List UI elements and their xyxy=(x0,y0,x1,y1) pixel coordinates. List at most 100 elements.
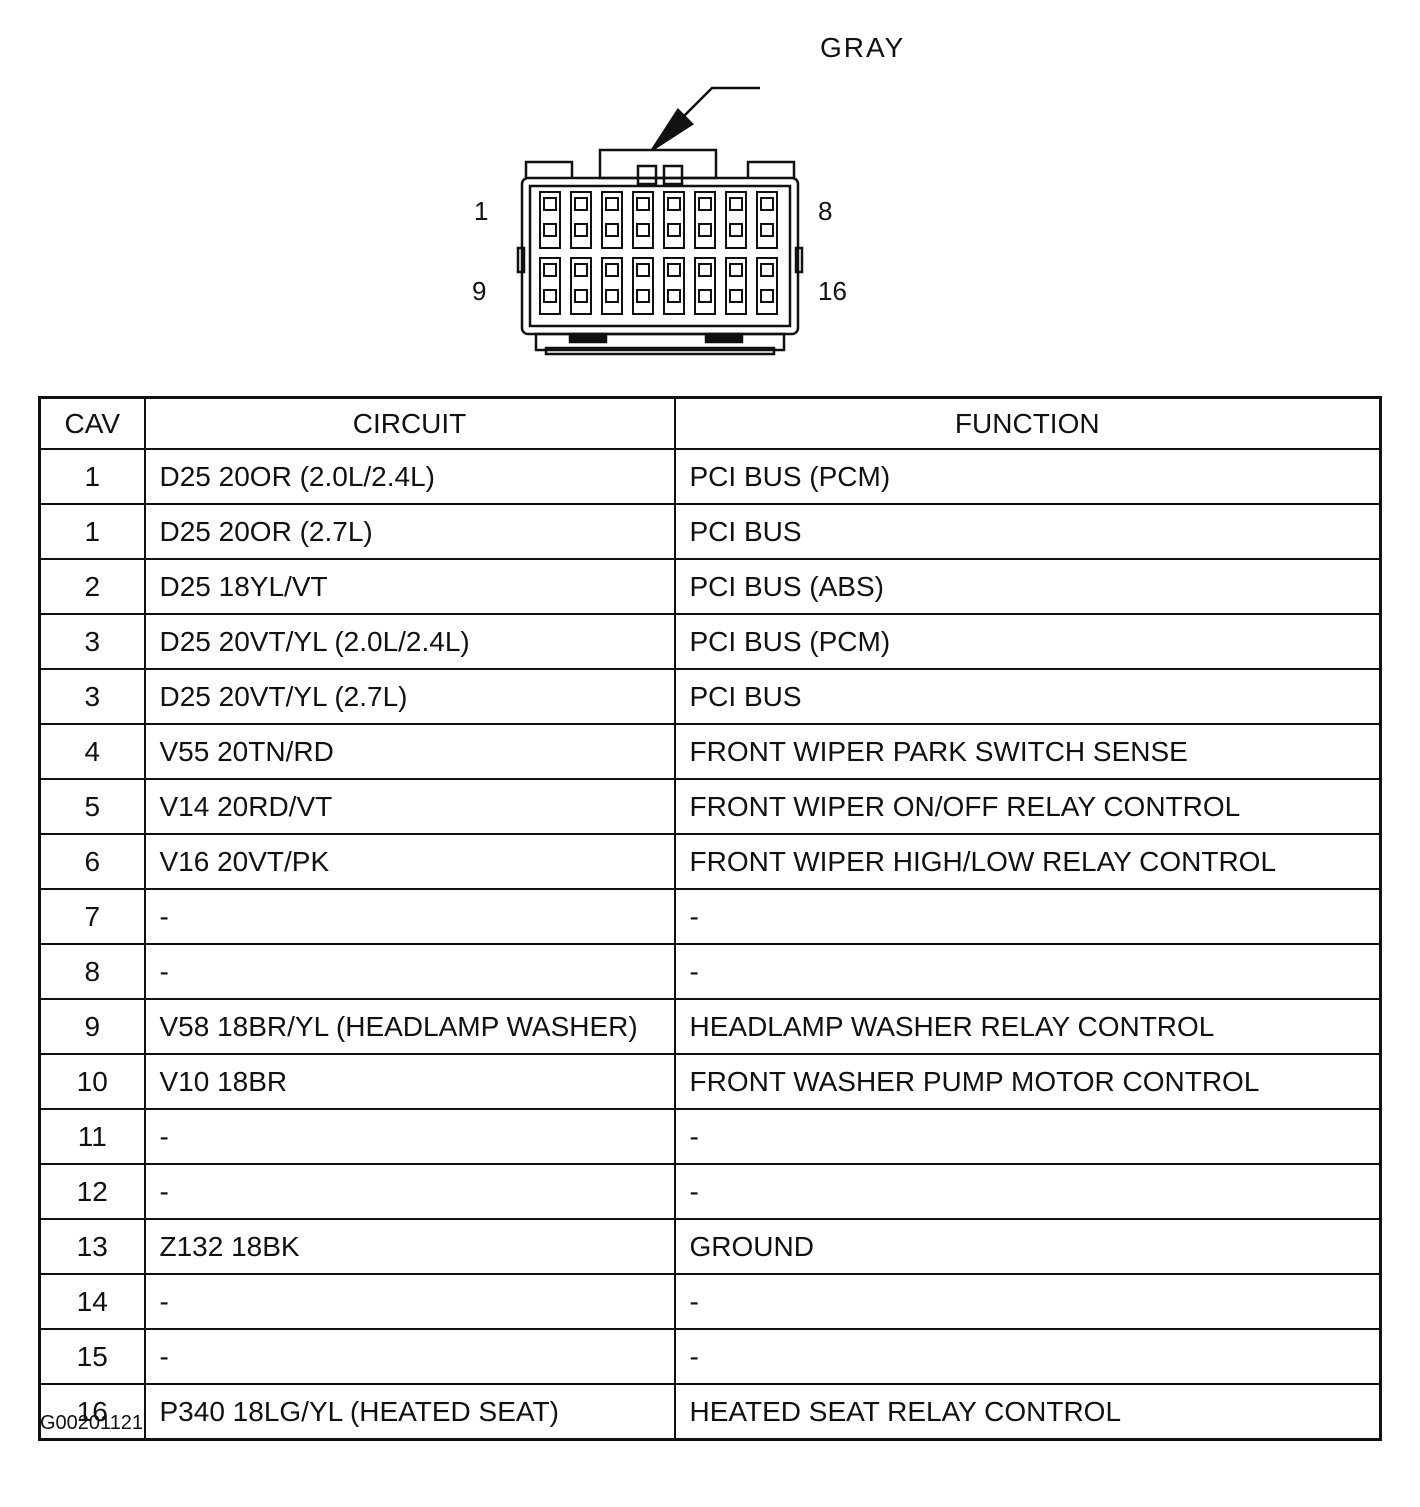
cav-cell: 11 xyxy=(38,1108,146,1165)
connector-face-svg xyxy=(516,86,804,356)
function-cell: FRONT WIPER HIGH/LOW RELAY CONTROL xyxy=(673,833,1382,890)
connector-cavities xyxy=(539,191,778,315)
pin-label-8: 8 xyxy=(818,196,833,226)
cav-cell: 1 xyxy=(38,448,146,505)
gray-leader-line xyxy=(681,86,760,119)
circuit-cell: - xyxy=(143,1163,676,1220)
circuit-cell: D25 20OR (2.7L) xyxy=(143,503,676,560)
circuit-cell: V55 20TN/RD xyxy=(143,723,676,780)
figure-id: G00201121 xyxy=(40,1412,144,1434)
connector-cavity xyxy=(756,257,778,315)
function-cell: - xyxy=(673,888,1382,945)
connector-cavity xyxy=(632,191,654,249)
cav-cell: 14 xyxy=(38,1273,146,1330)
connector-cavity xyxy=(694,191,716,249)
connector-cavity xyxy=(663,257,685,315)
function-cell: PCI BUS (PCM) xyxy=(673,448,1382,505)
function-cell: - xyxy=(673,1108,1382,1165)
connector-diagram xyxy=(460,60,880,370)
cav-cell: 7 xyxy=(38,888,146,945)
circuit-cell: - xyxy=(143,1108,676,1165)
circuit-cell: P340 18LG/YL (HEATED SEAT) xyxy=(143,1383,676,1441)
connector-cavity xyxy=(663,191,685,249)
cav-cell: 12 xyxy=(38,1163,146,1220)
connector-cavity xyxy=(570,257,592,315)
connector-cavity xyxy=(539,257,561,315)
circuit-cell: V58 18BR/YL (HEADLAMP WASHER) xyxy=(143,998,676,1055)
function-cell: - xyxy=(673,1163,1382,1220)
function-cell: - xyxy=(673,1328,1382,1385)
cav-cell: 2 xyxy=(38,558,146,615)
table-row: 11-- xyxy=(38,1108,1382,1165)
pin-label-9: 9 xyxy=(472,276,487,306)
cav-cell: 1 xyxy=(38,503,146,560)
cav-cell: 6 xyxy=(38,833,146,890)
function-cell: HEATED SEAT RELAY CONTROL xyxy=(673,1383,1382,1441)
circuit-cell: - xyxy=(143,888,676,945)
connector-cavity xyxy=(694,257,716,315)
connector-cavity xyxy=(725,257,747,315)
circuit-cell: Z132 18BK xyxy=(143,1218,676,1275)
circuit-cell: V16 20VT/PK xyxy=(143,833,676,890)
connector-color-label: GRAY xyxy=(820,32,906,63)
function-cell: FRONT WIPER ON/OFF RELAY CONTROL xyxy=(673,778,1382,835)
connector-cavity xyxy=(601,257,623,315)
function-cell: FRONT WASHER PUMP MOTOR CONTROL xyxy=(673,1053,1382,1110)
circuit-cell: D25 20VT/YL (2.7L) xyxy=(143,668,676,725)
cav-cell: 9 xyxy=(38,998,146,1055)
pin-label-1: 1 xyxy=(474,196,489,226)
table-row: 12-- xyxy=(38,1163,1382,1220)
function-cell: PCI BUS xyxy=(673,668,1382,725)
function-cell: FRONT WIPER PARK SWITCH SENSE xyxy=(673,723,1382,780)
cav-cell: 8 xyxy=(38,943,146,1000)
circuit-cell: D25 18YL/VT xyxy=(143,558,676,615)
connector-cavity xyxy=(570,191,592,249)
header-circuit: CIRCUIT xyxy=(143,396,676,450)
header-cav: CAV xyxy=(38,396,146,450)
circuit-cell: - xyxy=(143,1328,676,1385)
function-cell: HEADLAMP WASHER RELAY CONTROL xyxy=(673,998,1382,1055)
table-header-row: CAV CIRCUIT FUNCTION xyxy=(38,396,1382,450)
gray-arrowhead xyxy=(650,108,694,152)
table-row: 15-- xyxy=(38,1328,1382,1385)
function-cell: PCI BUS (ABS) xyxy=(673,558,1382,615)
connector-cavity xyxy=(725,191,747,249)
circuit-cell: V14 20RD/VT xyxy=(143,778,676,835)
cav-cell: 5 xyxy=(38,778,146,835)
connector-latch xyxy=(598,148,718,180)
connector-cavity xyxy=(601,191,623,249)
connector-cavity xyxy=(632,257,654,315)
connector-cavity xyxy=(539,191,561,249)
function-cell: PCI BUS (PCM) xyxy=(673,613,1382,670)
cav-cell: 16 xyxy=(38,1383,146,1441)
table-row: 8-- xyxy=(38,943,1382,1000)
table-row: 14-- xyxy=(38,1273,1382,1330)
function-cell: - xyxy=(673,1273,1382,1330)
header-function: FUNCTION xyxy=(673,396,1382,450)
connector-base xyxy=(534,332,786,352)
circuit-cell: - xyxy=(143,943,676,1000)
circuit-cell: V10 18BR xyxy=(143,1053,676,1110)
cav-cell: 10 xyxy=(38,1053,146,1110)
cav-cell: 15 xyxy=(38,1328,146,1385)
circuit-cell: D25 20VT/YL (2.0L/2.4L) xyxy=(143,613,676,670)
cav-cell: 3 xyxy=(38,668,146,725)
connector-cavity xyxy=(756,191,778,249)
function-cell: GROUND xyxy=(673,1218,1382,1275)
circuit-cell: - xyxy=(143,1273,676,1330)
function-cell: PCI BUS xyxy=(673,503,1382,560)
cav-cell: 3 xyxy=(38,613,146,670)
pin-label-16: 16 xyxy=(818,276,847,306)
